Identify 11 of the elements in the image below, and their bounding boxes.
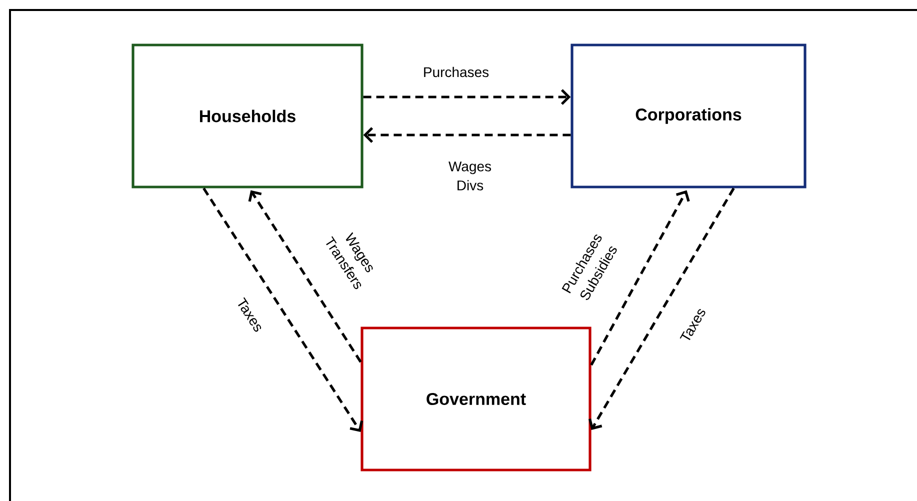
arrow <box>248 190 362 363</box>
entity-box: Government <box>360 326 592 472</box>
arrow <box>363 127 571 143</box>
entity-box: Corporations <box>570 44 806 188</box>
entity-box: Households <box>132 44 364 188</box>
edge-label: Purchases <box>422 66 490 78</box>
arrow <box>590 190 690 366</box>
arrow <box>202 188 364 432</box>
arrow <box>363 89 571 105</box>
edge-label: Wages Divs <box>442 160 498 192</box>
arrow <box>588 188 735 430</box>
